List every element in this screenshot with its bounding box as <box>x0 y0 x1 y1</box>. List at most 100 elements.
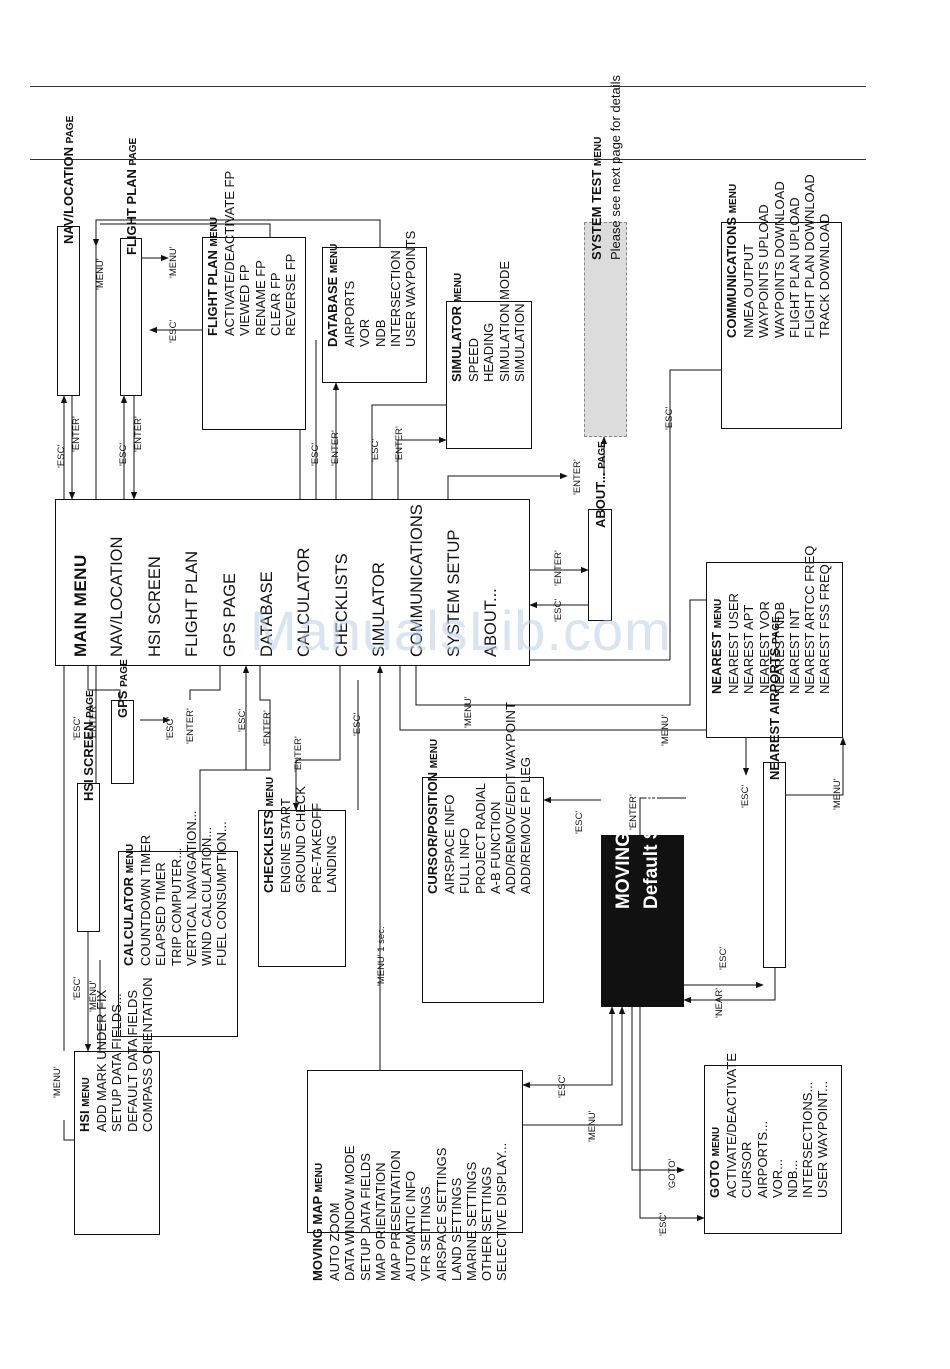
calculator-menu-item: VERTICAL NAVIGATION... <box>183 810 199 966</box>
label-esc: 'ESC' <box>352 712 363 736</box>
main-menu-item: SYSTEM SETUP <box>445 529 464 657</box>
connector-line <box>292 666 341 811</box>
nearest-airports-title: NEAREST AIRPORTS <box>767 647 782 780</box>
flight-plan-menu-item: VIEWED FP <box>237 264 253 336</box>
goto-menu-item: ACTIVATE/DEACTIVATE <box>724 1053 740 1198</box>
main-menu-title: MAIN MENU <box>71 554 90 657</box>
hsi-screen-page-box: HSI SCREEN PAGE <box>77 690 100 932</box>
communications-menu-box: COMMUNICATIONS MENU NMEA OUTPUT WAYPOINT… <box>721 174 842 429</box>
connector-line <box>522 1006 616 1089</box>
moving-map-menu-item: LAND SETTINGS <box>448 1177 464 1281</box>
label-enter: 'ENTER' <box>293 736 304 772</box>
flight-plan-menu-item: REVERSE FP <box>283 253 299 336</box>
database-menu-item: USER WAYPOINTS <box>403 230 419 347</box>
label-enter: 'ENTER' <box>628 794 639 830</box>
label-esc: 'ESC' <box>72 716 83 740</box>
label-goto: 'GOTO' <box>667 1158 678 1190</box>
about-page-title: ABOUT... <box>593 472 608 528</box>
connector-line <box>100 223 271 237</box>
flight-plan-menu-item: RENAME FP <box>252 260 268 336</box>
goto-menu-item: NDB... <box>785 1159 801 1198</box>
connector-line <box>523 1006 626 1126</box>
nearest-airports-suffix: PAGE <box>771 616 782 644</box>
database-menu-item: INTERSECTION <box>387 250 403 347</box>
label-menu: 'MENU' <box>463 696 474 728</box>
simulator-menu-title: SIMULATOR <box>449 305 464 382</box>
label-esc: 'ESC' <box>72 976 83 1000</box>
nav-location-title: NAV/LOCATION <box>61 146 76 244</box>
moving-map-menu-item: SELECTIVE DISPLAY... <box>494 1142 510 1281</box>
goto-menu-title: GOTO <box>707 1159 722 1198</box>
label-esc: 'ESC' <box>557 1074 568 1098</box>
cursor-position-menu-item: A-B FUNCTION <box>487 801 503 894</box>
nearest-menu-item: NEAREST APT <box>741 604 757 694</box>
database-menu-title: DATABASE <box>325 276 340 347</box>
label-esc: 'ESC' <box>370 438 381 462</box>
calculator-menu-item: FUEL CONSUMPTION... <box>214 821 230 966</box>
database-menu-item: VOR <box>357 318 373 347</box>
goto-menu-item: CURSOR <box>739 1141 755 1198</box>
label-esc: 'ESC' <box>718 946 729 970</box>
connector-line <box>87 666 121 700</box>
label-enter: 'ENTER' <box>185 708 196 744</box>
label-menu: 'MENU' <box>95 258 106 290</box>
label-menu: 'MENU' <box>587 1110 598 1142</box>
cursor-position-menu-item: FULL INFO <box>457 828 473 894</box>
nav-location-suffix: PAGE <box>65 115 76 144</box>
flight-plan-menu-title: FLIGHT PLAN <box>205 250 220 336</box>
label-menu-1sec: 'MENU' 1 sec. <box>376 926 387 986</box>
moving-map-menu-item: MAP ORIENTATION <box>372 1162 388 1281</box>
moving-map-menu-item: DATA WINDOW MODE <box>342 1145 358 1281</box>
communications-menu-suffix: MENU <box>728 183 739 214</box>
flight-plan-menu-item: ACTIVATE/DEACTIVATE FP <box>222 170 238 336</box>
connector-line <box>415 599 706 706</box>
connector-line <box>639 797 686 835</box>
connector-line <box>95 219 381 499</box>
communications-menu-item: TRACK DOWNLOAD <box>817 213 833 338</box>
cursor-position-menu-item: PROJECT RADIAL <box>472 782 488 894</box>
simulator-menu-box: SIMULATOR MENU SPEED HEADING SIMULATION … <box>446 260 532 449</box>
cursor-position-menu-suffix: MENU <box>429 738 440 769</box>
checklists-menu-title: CHECKLISTS <box>261 809 276 893</box>
label-menu: 'MENU' <box>52 1066 63 1098</box>
checklists-menu-item: LANDING <box>323 835 339 893</box>
moving-map-menu-suffix: MENU <box>314 1162 325 1193</box>
cursor-position-menu-box: CURSOR/POSITION MENU AIRSPACE INFO FULL … <box>422 702 544 1003</box>
system-test-title: SYSTEM TEST <box>589 169 604 260</box>
communications-menu-item: NMEA OUTPUT <box>741 244 757 338</box>
checklists-menu-item: ENGINE START <box>278 798 294 893</box>
simulator-menu-item: SIMULATION <box>511 303 527 383</box>
label-enter: 'ENTER' <box>262 710 273 746</box>
label-esc: 'ESC' <box>664 406 675 430</box>
database-menu-item: NDB <box>372 319 388 347</box>
label-esc: 'ESC' <box>553 598 564 622</box>
label-esc: 'ESC' <box>56 444 67 468</box>
goto-menu-item: USER WAYPOINT... <box>815 1080 831 1198</box>
checklists-menu-box: CHECKLISTS MENU ENGINE START GROUND CHEC… <box>258 777 346 967</box>
moving-map-menu-item: AIRSPACE SETTINGS <box>433 1147 449 1281</box>
database-menu-item: AIRPORTS <box>342 280 358 347</box>
main-menu-item: COMMUNICATIONS <box>407 504 426 657</box>
moving-map-menu-title: MOVING MAP <box>310 1196 325 1281</box>
simulator-menu-item: SIMULATION MODE <box>496 260 512 382</box>
hsi-menu-title: HSI <box>77 1110 92 1132</box>
calculator-menu-suffix: MENU <box>125 843 136 874</box>
hsi-menu-item: COMPASS ORIENTATION <box>139 977 155 1132</box>
about-page-suffix: PAGE <box>597 441 608 469</box>
connector-line <box>189 666 221 700</box>
calculator-menu-title: CALCULATOR <box>121 876 136 966</box>
nav-location-page-box: NAV/LOCATION PAGE <box>57 116 80 396</box>
moving-map-menu-item: OTHER SETTINGS <box>479 1166 495 1281</box>
cursor-position-menu-title: CURSOR/POSITION <box>425 771 440 894</box>
main-menu-item: HSI SCREEN <box>145 556 164 657</box>
checklists-menu-suffix: MENU <box>265 776 276 807</box>
cursor-position-menu-item: ADD/REMOVE FP LEG <box>518 756 534 894</box>
calculator-menu-item: WIND CALCULATION... <box>199 826 215 966</box>
moving-map-menu-item: MAP PRESENTATION <box>388 1150 404 1281</box>
label-esc: 'ESC' <box>310 442 321 466</box>
label-esc: 'ESC' <box>740 784 751 808</box>
communications-menu-title: COMMUNICATIONS <box>724 216 739 338</box>
nearest-menu-box: NEAREST MENU NEAREST USER NEAREST APT NE… <box>706 546 843 738</box>
label-enter: 'ENTER' <box>572 459 583 495</box>
